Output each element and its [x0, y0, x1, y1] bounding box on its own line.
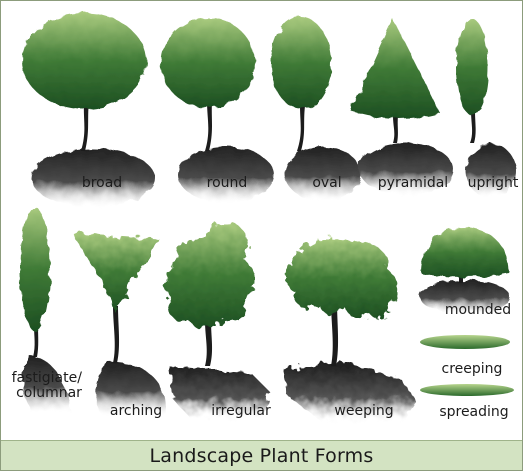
arching-label: arching [110, 403, 162, 419]
arching-canopy [73, 233, 159, 313]
round-plant: round [161, 18, 274, 203]
round-label: round [207, 175, 248, 191]
upright-canopy [456, 19, 488, 115]
figure-caption: Landscape Plant Forms [150, 445, 374, 467]
arching-plant: arching [73, 233, 165, 419]
spreading-form [420, 384, 514, 396]
weeping-label: weeping [334, 403, 393, 419]
weeping-canopy [286, 238, 397, 319]
creeping-form [420, 335, 510, 349]
fastigiate-label-line-1: fastigiate/ [12, 370, 83, 386]
pyramidal-canopy [351, 19, 440, 119]
creeping-label: creeping [442, 361, 503, 377]
arching-trunk [113, 306, 119, 363]
oval-label: oval [312, 175, 341, 191]
mounded-label: mounded [445, 302, 511, 318]
broad-label: broad [82, 175, 122, 191]
upright-plant: upright [456, 19, 519, 198]
pyramidal-label: pyramidal [378, 175, 448, 191]
oval-shadow [285, 147, 361, 201]
round-trunk [205, 101, 212, 151]
round-canopy [161, 18, 255, 108]
oval-canopy [271, 17, 331, 109]
irregular-plant: irregular [165, 223, 271, 419]
fastigiate-plant: fastigiate/ columnar [12, 207, 87, 413]
plant-forms-illustration: broad round oval pyramidal u [1, 1, 522, 441]
irregular-label: irregular [211, 403, 271, 419]
broad-canopy [22, 13, 146, 109]
spreading-plant: spreading [420, 384, 514, 420]
mounded-canopy [421, 227, 509, 277]
upright-trunk [470, 111, 476, 143]
oval-plant: oval [271, 17, 361, 201]
creeping-plant: creeping [420, 335, 510, 377]
broad-plant: broad [22, 13, 155, 207]
mounded-plant: mounded [420, 227, 511, 318]
fastigiate-label-line-2: columnar [16, 385, 82, 401]
irregular-canopy [165, 223, 254, 329]
spreading-label: spreading [439, 404, 508, 420]
pyramidal-trunk [393, 116, 398, 143]
weeping-plant: weeping [283, 238, 417, 421]
upright-label: upright [468, 175, 519, 191]
oval-trunk [297, 106, 305, 151]
fastigiate-label: fastigiate/ columnar [12, 370, 87, 401]
pyramidal-plant: pyramidal [351, 19, 453, 195]
fastigiate-canopy [20, 207, 50, 331]
caption-bar: Landscape Plant Forms [1, 440, 522, 470]
